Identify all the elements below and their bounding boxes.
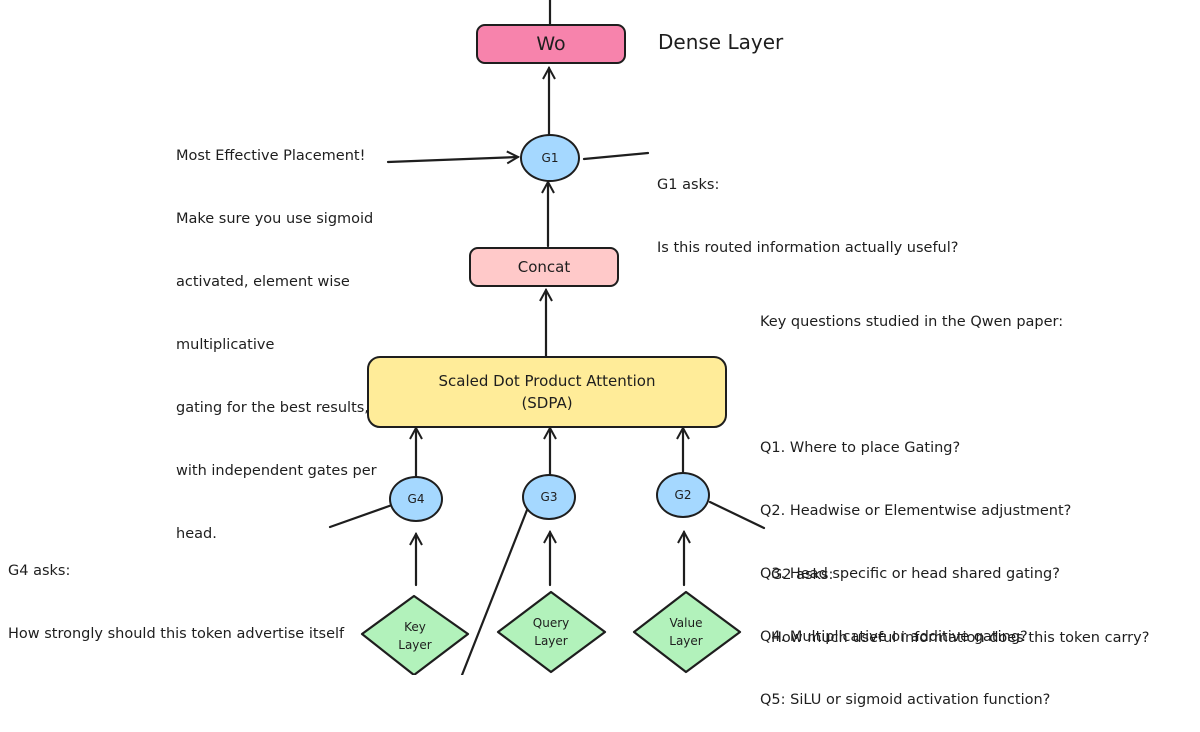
value-layer-label-line1: Value bbox=[669, 616, 703, 630]
g2-label: G2 bbox=[674, 488, 692, 502]
key-question-item: Q4. Multiplicative or additive gating? bbox=[760, 629, 1028, 645]
g2-note-question: How much useful information does this to… bbox=[771, 630, 1150, 646]
gate-g1: G1 bbox=[520, 134, 580, 182]
dense-layer-label: Dense Layer bbox=[658, 30, 784, 54]
arrow-annotation-to-g1 bbox=[386, 157, 518, 162]
sdpa-box: Scaled Dot Product Attention (SDPA) bbox=[367, 356, 727, 428]
g4-note-question: How strongly should this token advertise… bbox=[8, 626, 345, 642]
placement-line: gating for the best results, bbox=[176, 400, 369, 416]
line-g4-to-note bbox=[328, 503, 394, 529]
g4-label: G4 bbox=[407, 492, 425, 506]
diagram-connectors bbox=[328, 0, 766, 675]
key-layer-label-line1: Key bbox=[404, 620, 426, 634]
placement-annotation: Most Effective Placement! Make sure you … bbox=[176, 104, 377, 566]
line-g1-to-note bbox=[582, 151, 650, 161]
g2-note-title: G2 asks: bbox=[771, 567, 834, 583]
g2-note: G2 asks: How much useful information doe… bbox=[771, 523, 1149, 670]
gate-g3: G3 bbox=[522, 474, 576, 520]
placement-line: activated, element wise bbox=[176, 274, 350, 290]
g1-note-title: G1 asks: bbox=[657, 177, 720, 193]
key-questions-heading: Key questions studied in the Qwen paper: bbox=[760, 314, 1064, 330]
key-question-item: Q5: SiLU or sigmoid activation function? bbox=[760, 692, 1051, 708]
concat-label: Concat bbox=[517, 258, 571, 276]
value-layer-diamond bbox=[632, 590, 742, 674]
g4-note: G4 asks: How strongly should this token … bbox=[8, 519, 344, 666]
placement-line: with independent gates per bbox=[176, 463, 377, 479]
value-layer-label-line2: Layer bbox=[669, 634, 703, 648]
g1-label: G1 bbox=[541, 151, 559, 165]
line-g2-to-note bbox=[708, 500, 766, 530]
gate-g4: G4 bbox=[389, 476, 443, 522]
key-question-item: Q3. Head specific or head shared gating? bbox=[760, 566, 1060, 582]
key-question-item: Q2. Headwise or Elementwise adjustment? bbox=[760, 503, 1072, 519]
placement-line: head. bbox=[176, 526, 217, 542]
query-layer-label-line1: Query bbox=[532, 616, 570, 630]
g1-note: G1 asks: Is this routed information actu… bbox=[657, 133, 958, 280]
query-layer-diamond bbox=[496, 590, 607, 674]
query-layer-label: Query Layer bbox=[506, 614, 596, 650]
wo-label: Wo bbox=[536, 33, 566, 55]
placement-line: multiplicative bbox=[176, 337, 275, 353]
query-layer-label-line2: Layer bbox=[534, 634, 568, 648]
key-question-item: Q1. Where to place Gating? bbox=[760, 440, 961, 456]
key-layer-label-line2: Layer bbox=[398, 638, 432, 652]
placement-line: Most Effective Placement! bbox=[176, 148, 366, 164]
line-g3-to-bottom bbox=[460, 508, 529, 675]
g3-label: G3 bbox=[540, 490, 558, 504]
value-layer-label: Value Layer bbox=[641, 614, 731, 650]
key-layer-label: Key Layer bbox=[370, 618, 460, 654]
g4-note-title: G4 asks: bbox=[8, 563, 71, 579]
placement-line: Make sure you use sigmoid bbox=[176, 211, 374, 227]
sdpa-label-line2: (SDPA) bbox=[521, 394, 573, 412]
sdpa-label-line1: Scaled Dot Product Attention bbox=[438, 372, 656, 390]
key-layer-diamond bbox=[360, 594, 470, 675]
g1-note-question: Is this routed information actually usef… bbox=[657, 240, 959, 256]
wo-dense-box: Wo bbox=[476, 24, 626, 64]
concat-box: Concat bbox=[469, 247, 619, 287]
gate-g2: G2 bbox=[656, 472, 710, 518]
